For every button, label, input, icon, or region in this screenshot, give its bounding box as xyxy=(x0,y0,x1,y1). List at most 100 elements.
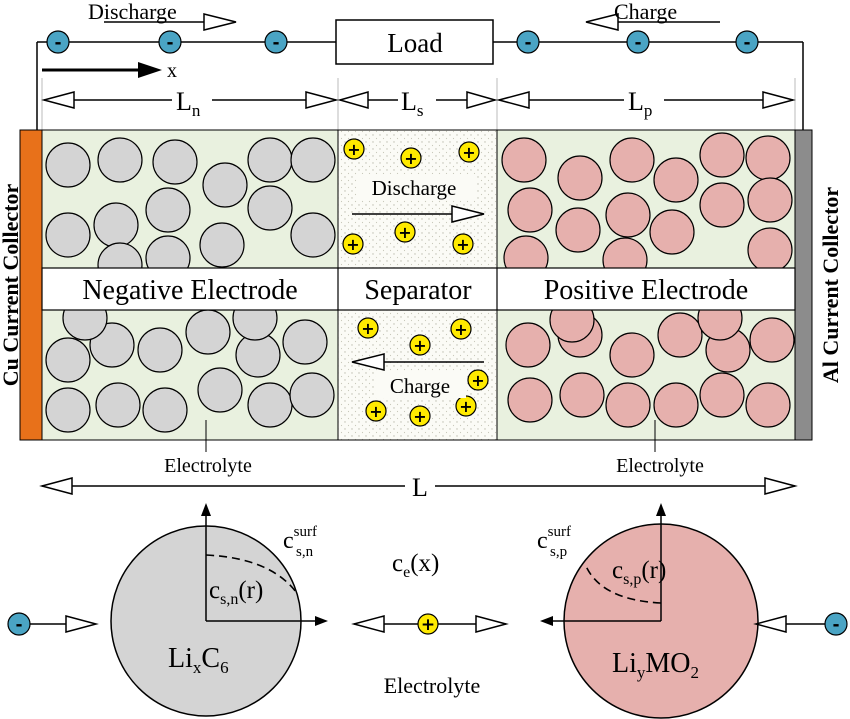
electron: - xyxy=(626,30,650,54)
electron: - xyxy=(824,612,848,636)
negative-particle xyxy=(290,212,336,258)
positive-particle xyxy=(557,155,603,201)
positive-particle xyxy=(699,132,745,178)
positive-particle xyxy=(605,382,651,428)
positive-particle xyxy=(501,137,547,183)
load-box: Load xyxy=(335,19,494,65)
positive-particle xyxy=(653,157,699,203)
positive-particle xyxy=(555,207,601,253)
negative-particle xyxy=(97,137,143,183)
svg-text:+: + xyxy=(346,235,359,254)
negative-particle xyxy=(45,212,91,258)
svg-text:+: + xyxy=(459,397,472,416)
negative-particles xyxy=(45,137,336,433)
svg-text:+: + xyxy=(398,223,411,242)
electrolyte-ion: + xyxy=(417,613,439,635)
positive-electrode-label: Positive Electrode xyxy=(544,275,749,306)
separator-charge-label: Charge xyxy=(390,374,450,398)
svg-text:+: + xyxy=(361,319,374,338)
separator-label: Separator xyxy=(364,275,472,306)
total-length-label: L xyxy=(412,473,428,502)
electron: - xyxy=(7,612,31,636)
liymo2-label: LiyMO2 xyxy=(612,648,699,682)
svg-text:+: + xyxy=(421,615,435,635)
electrolyte-ion-arrow xyxy=(351,615,509,633)
svg-text:+: + xyxy=(454,320,467,339)
negative-particle xyxy=(89,322,135,368)
svg-text:-: - xyxy=(272,33,279,53)
positive-particle xyxy=(507,377,553,423)
ln-label: Ln xyxy=(176,87,201,120)
li-ion: + xyxy=(455,395,477,417)
negative-particle xyxy=(95,382,141,428)
negative-particle xyxy=(93,202,139,248)
li-ion: + xyxy=(342,233,364,255)
total-length-arrow: L xyxy=(39,470,798,502)
li-ion: + xyxy=(450,318,472,340)
positive-particle xyxy=(559,372,605,418)
separator-discharge-arrow: Discharge xyxy=(352,174,485,223)
svg-text:+: + xyxy=(347,140,360,159)
negative-particle xyxy=(247,137,293,183)
negative-particle xyxy=(199,222,245,268)
charge-arrow-top: Charge xyxy=(585,0,720,31)
charge-label-top: Charge xyxy=(614,0,677,24)
positive-particle xyxy=(745,382,791,428)
svg-text:-: - xyxy=(832,615,839,635)
positive-particle xyxy=(653,382,699,428)
negative-particle xyxy=(202,162,248,208)
svg-text:+: + xyxy=(369,402,382,421)
svg-text:-: - xyxy=(15,615,22,635)
li-ion: + xyxy=(409,334,431,356)
separator-discharge-label: Discharge xyxy=(372,176,457,200)
electrolyte-label-bottom: Electrolyte xyxy=(384,673,481,698)
negative-particle xyxy=(282,319,328,365)
x-axis: x xyxy=(42,60,177,82)
wire-electrons: ------ xyxy=(46,30,759,54)
positive-particle xyxy=(605,192,651,238)
al-collector-label: Al Current Collector xyxy=(818,187,843,384)
negative-particle xyxy=(289,372,335,418)
electron: - xyxy=(516,30,540,54)
positive-particle xyxy=(649,209,695,255)
negative-particle xyxy=(197,367,243,413)
discharge-arrow-top: Discharge xyxy=(88,0,237,31)
bottom-electrons: -- xyxy=(7,612,848,636)
electrolyte-label-right: Electrolyte xyxy=(616,455,704,477)
csn-label: cs,n(r) xyxy=(209,577,263,608)
svg-text:-: - xyxy=(54,33,61,53)
lp-label: Lp xyxy=(628,87,652,120)
svg-text:-: - xyxy=(524,33,531,53)
negative-electrode-label: Negative Electrode xyxy=(82,275,297,306)
li-ion: + xyxy=(343,138,365,160)
label-band xyxy=(41,267,796,311)
csp-label: cs,p(r) xyxy=(612,557,666,588)
li-ion: + xyxy=(357,317,379,339)
svg-text:+: + xyxy=(471,371,484,390)
electron-arrow-left xyxy=(28,615,99,633)
al-current-collector xyxy=(794,129,813,441)
negative-particle xyxy=(247,382,293,428)
svg-text:-: - xyxy=(743,33,750,53)
dimension-lines xyxy=(41,78,796,130)
negative-particle xyxy=(45,142,91,188)
negative-particle xyxy=(185,309,231,355)
electron: - xyxy=(264,30,288,54)
load-label: Load xyxy=(387,28,443,58)
electron-arrow-right xyxy=(753,615,826,633)
positive-particle xyxy=(699,372,745,418)
li-ion: + xyxy=(400,147,422,169)
negative-particle xyxy=(152,139,198,185)
li-ion: + xyxy=(452,233,474,255)
negative-particle xyxy=(45,337,91,383)
x-axis-label: x xyxy=(167,60,177,82)
li-ion: + xyxy=(467,369,489,391)
negative-particle xyxy=(290,137,336,183)
svg-text:-: - xyxy=(634,33,641,53)
positive-particle xyxy=(609,137,655,183)
electron: - xyxy=(46,30,70,54)
lixc6-label: LixC6 xyxy=(168,643,229,677)
positive-particle-model xyxy=(540,503,759,719)
